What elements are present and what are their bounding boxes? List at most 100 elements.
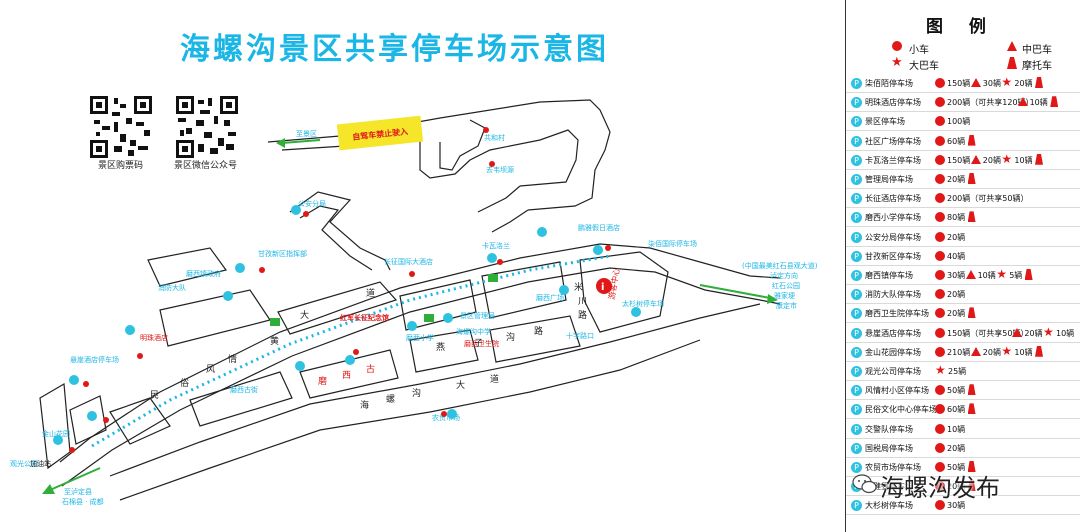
lower-road bbox=[109, 303, 761, 477]
row-divider bbox=[846, 495, 1080, 497]
parking-markers bbox=[53, 205, 641, 445]
road-yanzi-1: 燕 bbox=[436, 341, 445, 353]
legend-row-car-count: 150辆（可共享50辆） bbox=[947, 328, 1029, 338]
legend-row-name: 磨西卫生院停车场 bbox=[865, 309, 929, 319]
legend-row-minibus-count: 20辆 bbox=[982, 347, 1001, 357]
row-divider bbox=[846, 303, 1080, 305]
row-divider bbox=[846, 284, 1080, 285]
legend-row-bus-count: 10辆 bbox=[1014, 155, 1033, 165]
row-divider bbox=[846, 207, 1080, 209]
car-icon bbox=[935, 270, 945, 280]
minibus-key-label: 中巴车 bbox=[1022, 45, 1052, 56]
row-divider bbox=[846, 226, 1080, 228]
legend-row-car-count: 50辆 bbox=[947, 386, 966, 396]
legend-row-car-count: 10辆 bbox=[947, 424, 966, 434]
motorbike-icon bbox=[967, 173, 976, 184]
police-road-2 bbox=[299, 205, 373, 271]
road-minsu-1: 俗 bbox=[180, 377, 189, 389]
arrow-head-down-left bbox=[42, 484, 55, 494]
legend-row-name: 公安分局停车场 bbox=[865, 232, 921, 242]
place-square: 磨西广场 bbox=[536, 293, 564, 302]
legend-row-minibus-count: 30辆 bbox=[982, 79, 1001, 88]
green-marker-1 bbox=[270, 318, 280, 326]
upper-road-inner bbox=[281, 129, 579, 187]
direction-luding: (中国最美红石县观大道) 泸定方向 红石公园 雅家埂 康定市 bbox=[742, 261, 820, 310]
bus-key-label: 大巴车 bbox=[909, 61, 939, 72]
legend-row-car-count: 200辆（可共享120辆） bbox=[947, 98, 1034, 108]
motorbike-icon bbox=[967, 480, 976, 492]
legend-row-car-count: 30辆 bbox=[947, 501, 966, 511]
parking-marker bbox=[593, 245, 603, 255]
road-huanglou: 黄 bbox=[270, 335, 279, 347]
direction-chengdu-1: 至泸定县 bbox=[64, 487, 92, 496]
place-yaxiang: 鹏雅假日酒店 bbox=[578, 223, 620, 232]
parking-marker bbox=[537, 227, 547, 237]
car-dot bbox=[103, 417, 109, 423]
parking-icon: P bbox=[851, 308, 862, 320]
legend-row-bus-count: 10辆 bbox=[1014, 347, 1033, 357]
motorbike-icon bbox=[1024, 269, 1033, 280]
row-divider bbox=[846, 360, 1080, 362]
legend-row-car-count: 210辆 bbox=[947, 347, 971, 357]
parking-icon: P bbox=[851, 135, 862, 147]
ticket-qr-code-icon[interactable] bbox=[88, 94, 154, 160]
wechat-qr-code-icon[interactable] bbox=[174, 94, 240, 160]
car-dot bbox=[83, 381, 89, 387]
parking-marker bbox=[295, 361, 305, 371]
car-icon bbox=[935, 385, 945, 396]
place-school: 磨西小学 bbox=[406, 333, 434, 342]
car-icon bbox=[935, 231, 945, 242]
parking-marker bbox=[407, 321, 417, 331]
motorbike-icon bbox=[967, 403, 976, 415]
row-divider bbox=[846, 456, 1080, 458]
legend-row-car-count: 20辆 bbox=[947, 309, 966, 319]
direction-luding-3: 红石公园 bbox=[772, 281, 800, 290]
car-dot bbox=[303, 211, 309, 217]
arrow-head-right bbox=[767, 294, 778, 304]
car-icon bbox=[935, 212, 945, 223]
direction-luding-1: (中国最美红石县观大道) bbox=[742, 261, 818, 270]
road-dao: 道 bbox=[366, 287, 375, 299]
place-redarmy: 红军长征纪念馆 bbox=[340, 313, 389, 322]
car-icon bbox=[935, 500, 945, 511]
road-dadao: 大 bbox=[300, 309, 309, 321]
parking-icon: P bbox=[851, 250, 862, 262]
parking-marker bbox=[345, 355, 355, 365]
map-canvas: 自驾车禁止驶入 至景区 (中国最美红石县观大道) 泸定方向 红石公园 雅家埂 康… bbox=[10, 99, 820, 506]
place-market: 农贸市场 bbox=[432, 413, 460, 422]
place-cliff: 悬崖酒店停车场 bbox=[70, 355, 119, 364]
legend-row-minibus-count: 10辆 bbox=[977, 271, 996, 280]
motorbike-key-icon bbox=[1007, 57, 1017, 69]
car-icon bbox=[935, 78, 945, 88]
place-ancient: 磨西古街 bbox=[230, 385, 258, 394]
parking-icon: P bbox=[851, 174, 862, 185]
parking-marker bbox=[487, 253, 497, 263]
legend-row-bus-count: 25辆 bbox=[948, 367, 967, 376]
legend-row-minibus-count: 20辆 bbox=[1024, 328, 1043, 338]
legend-row-car-count: 60辆 bbox=[947, 405, 966, 415]
road-yanzi-4: 路 bbox=[534, 325, 543, 337]
parking-icon: P bbox=[851, 385, 862, 397]
parking-icon: P bbox=[851, 270, 862, 281]
legend-row-car-count: 40辆 bbox=[947, 251, 966, 261]
car-dot bbox=[497, 259, 503, 265]
legend-row-name: 社区广场停车场 bbox=[865, 136, 921, 146]
row-divider bbox=[846, 399, 1080, 401]
parking-marker bbox=[53, 435, 63, 445]
row-divider bbox=[846, 341, 1080, 343]
block-10 bbox=[69, 395, 107, 445]
road-fengqing-1: 情 bbox=[228, 353, 237, 365]
parking-marker bbox=[235, 263, 245, 273]
motorbike-icon bbox=[967, 307, 976, 319]
direction-chengdu: 至泸定县 石棉县 · 成都 bbox=[62, 487, 104, 506]
legend-row-car-count: 80辆 bbox=[947, 213, 966, 223]
legend-row-name: 明珠酒店停车场 bbox=[865, 98, 921, 108]
